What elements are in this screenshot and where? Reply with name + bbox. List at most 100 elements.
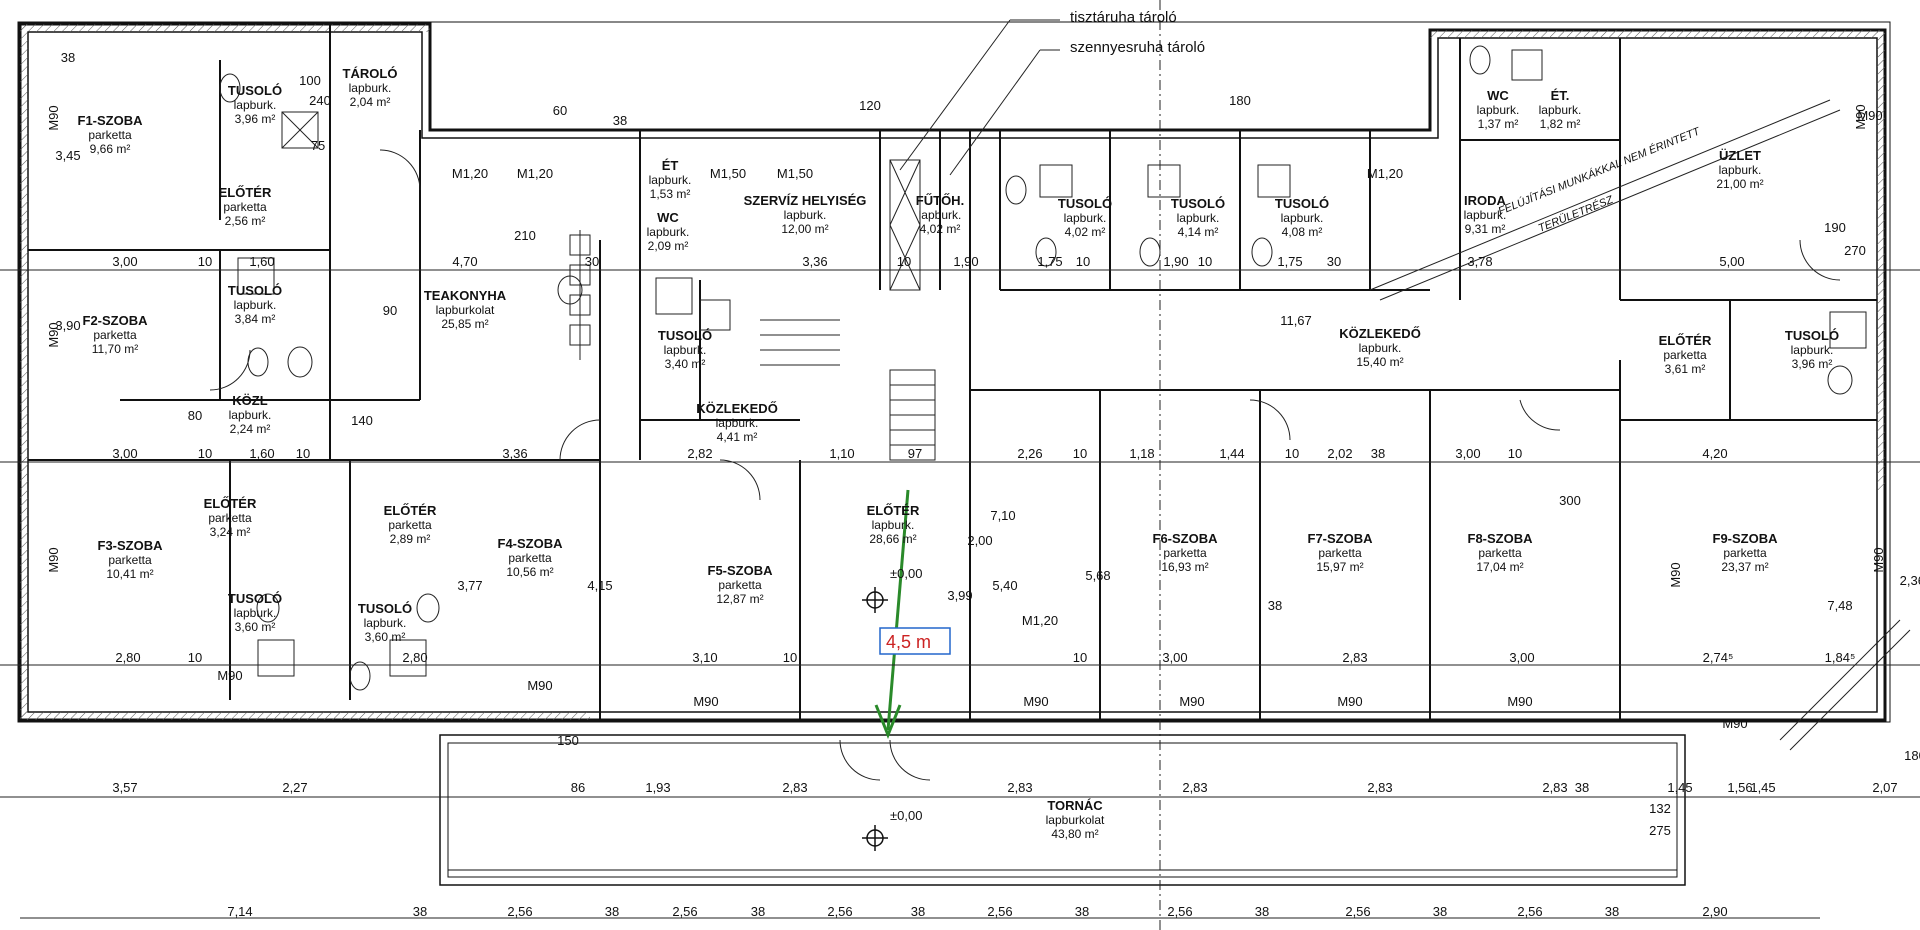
dirty-storage-label: szennyesruha tároló: [1070, 39, 1205, 56]
mid-dim-label: 3,00: [1455, 446, 1480, 461]
room-floor: lapburk.: [647, 225, 690, 239]
top-dim-label: 1,75: [1037, 254, 1062, 269]
fixtures: [219, 45, 1867, 691]
door-label: M90: [1722, 716, 1747, 731]
misc-dim-label: 150: [557, 733, 579, 748]
room-floor: lapburk.: [234, 98, 277, 112]
lower-dim-label: 86: [571, 780, 585, 795]
side-door-label: M90: [1871, 547, 1886, 572]
room-area: 1,53 m²: [650, 187, 691, 201]
room-name: ELŐTÉR: [1659, 333, 1712, 348]
misc-dim-label: 5,40: [992, 578, 1017, 593]
lower-dim-label: 2,83: [1182, 780, 1207, 795]
room-name: TUSOLÓ: [228, 83, 282, 98]
lower-dim-label: 1,93: [645, 780, 670, 795]
room-area: 2,09 m²: [648, 239, 689, 253]
top-dim-label: 1,90: [953, 254, 978, 269]
room-name: TUSOLÓ: [1171, 196, 1225, 211]
room-name: F4-SZOBA: [498, 536, 564, 551]
room-floor: parketta: [1663, 348, 1707, 362]
room-floor: lapburk.: [229, 408, 272, 422]
top-dim-label: 10: [897, 254, 911, 269]
misc-dim-label: 7,48: [1827, 598, 1852, 613]
misc-dim-label: 180: [1904, 748, 1920, 763]
top-dim-label: 4,70: [452, 254, 477, 269]
misc-dim-label: 140: [351, 413, 373, 428]
side-door-label: M90: [46, 105, 61, 130]
door-swings: [209, 149, 1841, 781]
room-floor: lapburk.: [364, 616, 407, 630]
room-floor: parketta: [1318, 546, 1362, 560]
room-floor: lapburk.: [1281, 211, 1324, 225]
room-area: 3,96 m²: [1792, 357, 1833, 371]
misc-dim-label: 210: [514, 228, 536, 243]
bottom-dim-label: 38: [1605, 904, 1619, 919]
room-area: 3,24 m²: [210, 525, 251, 539]
bottom-dim-label: 2,56: [987, 904, 1012, 919]
mid-dim-label: 1,44: [1219, 446, 1244, 461]
top-dim-label: 5,00: [1719, 254, 1744, 269]
room-floor: lapburk.: [1477, 103, 1520, 117]
top-dim-label: 3,36: [802, 254, 827, 269]
side-door-label: M90: [1668, 562, 1683, 587]
room-name: F1-SZOBA: [78, 113, 144, 128]
room-floor: lapburkolat: [436, 303, 495, 317]
misc-dim-label: 38: [613, 113, 627, 128]
room-name: TUSOLÓ: [1058, 196, 1112, 211]
bottom-dim-label: 38: [1075, 904, 1089, 919]
misc-dim-label: 60: [553, 103, 567, 118]
room-area: 3,60 m²: [235, 620, 276, 634]
room-floor: lapburk.: [716, 416, 759, 430]
outer-walls: [17, 21, 1911, 751]
misc-dim-label: 80: [188, 408, 202, 423]
room-floor: lapburk.: [1791, 343, 1834, 357]
room-bottom-dim-label: 2,83: [1342, 650, 1367, 665]
room-area: 2,04 m²: [350, 95, 391, 109]
dimension-lines: [0, 269, 1920, 919]
room-name: F8-SZOBA: [1468, 531, 1534, 546]
room-name: ÉT: [662, 158, 679, 173]
top-dim-label: 1,60: [249, 254, 274, 269]
room-area: 17,04 m²: [1476, 560, 1523, 574]
room-bottom-dim-label: 3,00: [1162, 650, 1187, 665]
storage-leaders: [899, 19, 1060, 176]
misc-dim-label: 5,68: [1085, 568, 1110, 583]
room-bottom-dim-label: 10: [783, 650, 797, 665]
room-name: TUSOLÓ: [358, 601, 412, 616]
room-name: F3-SZOBA: [98, 538, 164, 553]
room-area: 1,82 m²: [1540, 117, 1581, 131]
door-label: M1,50: [777, 166, 813, 181]
side-door-label: M90: [46, 322, 61, 347]
room-name: WC: [657, 210, 679, 225]
room-bottom-dim-label: 3,10: [692, 650, 717, 665]
bottom-dim-label: 38: [413, 904, 427, 919]
room-area: 9,31 m²: [1465, 222, 1506, 236]
misc-dim-label: 240: [309, 93, 331, 108]
door-label: M90: [217, 668, 242, 683]
room-floor: parketta: [1478, 546, 1522, 560]
lower-dim-label: 2,07: [1872, 780, 1897, 795]
misc-dim-label: 120: [859, 98, 881, 113]
room-area: 23,37 m²: [1721, 560, 1768, 574]
bottom-dim-label: 38: [1433, 904, 1447, 919]
room-area: 12,00 m²: [781, 222, 828, 236]
room-floor: parketta: [508, 551, 552, 565]
room-name: ELŐTÉR: [204, 496, 257, 511]
room-floor: parketta: [93, 328, 137, 342]
bottom-dim-label: 7,14: [227, 904, 252, 919]
room-bottom-dim-label: 10: [188, 650, 202, 665]
lower-dim-label: 1,45: [1667, 780, 1692, 795]
top-dim-label: 1,90: [1163, 254, 1188, 269]
room-floor: lapburk.: [872, 518, 915, 532]
side-door-label: M90: [1853, 104, 1868, 129]
misc-dim-label: 3,99: [947, 588, 972, 603]
room-area: 10,56 m²: [506, 565, 553, 579]
room-name: TUSOLÓ: [228, 591, 282, 606]
mid-dim-label: 2,02: [1327, 446, 1352, 461]
room-name: TUSOLÓ: [228, 283, 282, 298]
lower-dim-label: 2,83: [1542, 780, 1567, 795]
misc-dim-label: 100: [299, 73, 321, 88]
height-marker: 4,5 m: [874, 489, 951, 740]
untouched-note-line2: TERÜLETRÉSZ: [1536, 192, 1616, 234]
